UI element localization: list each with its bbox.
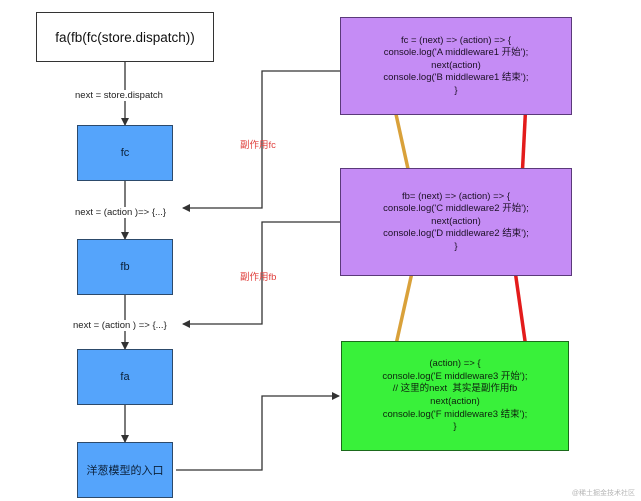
- compose-call-label: fa(fb(fc(store.dispatch)): [55, 29, 195, 45]
- compose-call-box: fa(fb(fc(store.dispatch)): [36, 12, 214, 62]
- next-label-1: next = store.dispatch: [74, 90, 164, 101]
- code-line: console.log('D middleware2 结束');: [383, 228, 529, 240]
- fb-box: fb: [77, 239, 173, 295]
- middleware-fa-code: (action) => { console.log('E middleware3…: [382, 358, 527, 433]
- fa-box-label: fa: [120, 371, 130, 383]
- middleware-fa-box: (action) => { console.log('E middleware3…: [341, 341, 569, 451]
- code-line: console.log('B middleware1 结束');: [383, 72, 529, 84]
- middleware-fb-code: fb= (next) => (action) => { console.log(…: [383, 191, 529, 254]
- code-line: (action) => {: [429, 358, 481, 370]
- middleware-fc-box: fc = (next) => (action) => { console.log…: [340, 17, 572, 115]
- code-line: }: [454, 84, 458, 96]
- middleware-fc-code: fc = (next) => (action) => { console.log…: [383, 35, 528, 98]
- fc-box-label: fc: [120, 147, 130, 159]
- fc-return-connector: [182, 70, 340, 212]
- fa-box: fa: [77, 349, 173, 405]
- side-effect-fb-label: 副作用fb: [240, 272, 277, 283]
- code-line: next(action): [431, 59, 481, 71]
- watermark: @稀土掘金技术社区: [571, 490, 635, 497]
- code-line: fc = (next) => (action) => {: [400, 34, 512, 46]
- code-line: next(action): [430, 396, 480, 407]
- code-line: }: [454, 240, 458, 252]
- code-line: // 这里的next 其实是副作用fb: [392, 383, 518, 395]
- code-line: console.log('A middleware1 开始');: [383, 47, 529, 59]
- side-effect-fc-label: 副作用fc: [240, 140, 276, 151]
- code-line: console.log('F middleware3 结束');: [382, 408, 528, 420]
- fb-return-connector: [182, 221, 340, 328]
- fb-box-label: fb: [120, 261, 130, 273]
- onion-entry-label: 洋葱模型的入口: [86, 465, 164, 477]
- fc-box: fc: [77, 125, 173, 181]
- onion-entry-box: 洋葱模型的入口: [77, 442, 173, 498]
- code-line: }: [453, 421, 457, 433]
- next-label-3: next = (action ) => {...}: [72, 320, 168, 331]
- code-line: console.log('C middleware2 开始');: [383, 203, 529, 215]
- code-line: console.log('E middleware3 开始');: [382, 370, 528, 382]
- code-line: next(action): [431, 215, 481, 227]
- entry-connector: [176, 392, 340, 471]
- code-line: fb= (next) => (action) => {: [402, 190, 510, 202]
- middleware-fb-box: fb= (next) => (action) => { console.log(…: [340, 168, 572, 276]
- next-label-2: next = (action )=> {...}: [74, 207, 168, 218]
